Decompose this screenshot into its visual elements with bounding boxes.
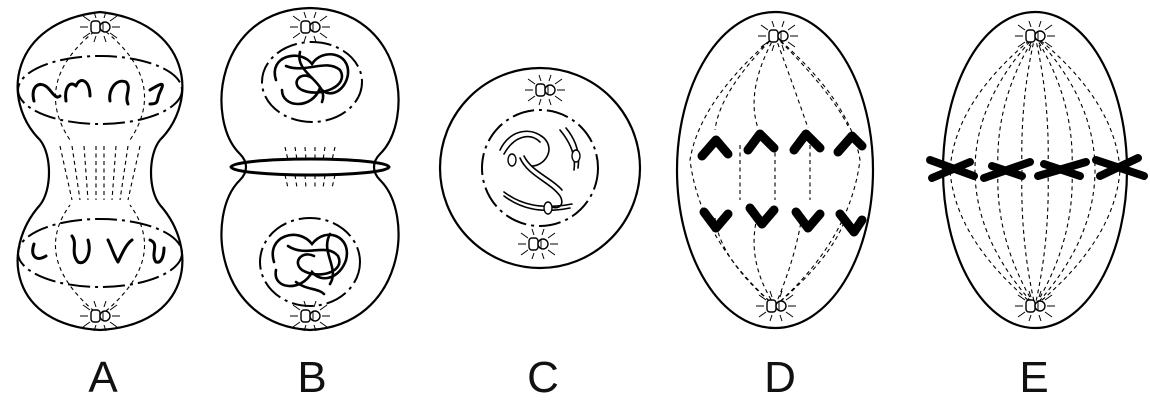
cell-a-membrane: [16, 10, 184, 332]
label-b: B: [297, 353, 327, 402]
label-c: C: [527, 353, 559, 402]
cell-e-centrosome-top: [1014, 20, 1056, 52]
cell-b-chromatin-bottom: [271, 232, 349, 296]
cell-e: [926, 10, 1148, 330]
cell-d-chromatids-bottom: [699, 203, 867, 237]
cell-b: [220, 6, 400, 332]
cell-b-midbody-fibers: [284, 146, 336, 189]
cell-b-centrosome-top: [289, 11, 331, 43]
cell-d-spindle-fibers: [689, 35, 861, 307]
label-a: A: [88, 353, 118, 402]
cell-a-centrosome-top: [79, 11, 121, 43]
cell-d-centrosome-bottom: [755, 290, 797, 322]
cell-e-centrosome-bottom: [1014, 290, 1056, 322]
cell-a-spindle-fibers: [54, 26, 146, 317]
label-d: D: [764, 353, 796, 402]
cell-a-chromosomes-bottom: [31, 234, 166, 265]
cell-a-nucleus-top: [17, 55, 183, 125]
cell-d-membrane: [675, 10, 875, 330]
label-e: E: [1019, 353, 1049, 402]
cell-c-centrosome-top: [524, 74, 566, 106]
cell-c-centrosome-bottom: [517, 228, 559, 260]
cell-c: [438, 66, 642, 270]
cell-c-chromosomes: [499, 127, 581, 215]
cell-e-spindle-fibers: [949, 35, 1121, 307]
cell-a: [16, 10, 184, 332]
cell-b-membrane: [220, 6, 400, 332]
cell-b-nucleus-top: [261, 41, 363, 123]
cell-d: [675, 10, 875, 330]
cell-a-chromosomes-top: [31, 79, 164, 106]
cell-d-chromatids-top: [697, 129, 867, 161]
cell-b-nucleus-bottom: [259, 217, 361, 307]
cell-c-membrane: [438, 66, 642, 270]
cell-a-nucleus-bottom: [17, 218, 183, 288]
cell-b-cleavage-ring: [229, 157, 391, 177]
cell-b-chromatin-top: [273, 50, 350, 106]
cell-e-membrane: [941, 10, 1129, 330]
cell-e-chromosomes: [926, 154, 1148, 182]
cell-c-nucleus: [481, 109, 599, 227]
cell-a-centrosome-bottom: [79, 300, 121, 332]
